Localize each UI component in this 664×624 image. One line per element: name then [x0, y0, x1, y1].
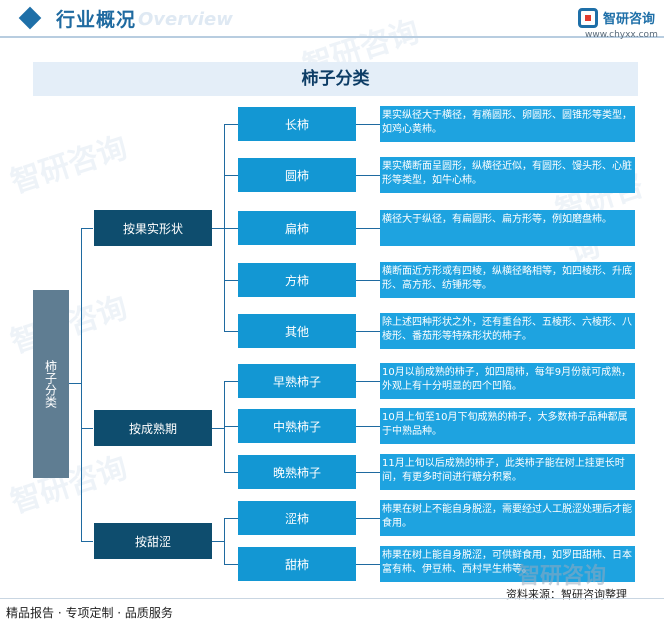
connector [356, 381, 380, 382]
source-note: 资料来源：智研咨询整理 [506, 588, 627, 601]
diagram-title: 柿子分类 [33, 62, 638, 96]
connector [224, 280, 238, 281]
connector [224, 331, 238, 332]
header-diamond-icon [18, 6, 42, 30]
item-node-other: 其他 [238, 314, 356, 348]
item-node-round: 圆柿 [238, 158, 356, 192]
connector [212, 428, 224, 429]
connector [224, 426, 238, 427]
item-node-sweet: 甜柿 [238, 547, 356, 581]
item-node-early: 早熟柿子 [238, 364, 356, 398]
item-node-square: 方柿 [238, 263, 356, 297]
connector [356, 331, 380, 332]
footer-divider [0, 598, 664, 599]
connector [224, 381, 238, 382]
brand-logo-icon [578, 8, 598, 28]
item-desc-late: 11月上旬以后成熟的柿子，此类柿子能在树上挂更长时间，有更多时间进行糖分积累。 [380, 454, 635, 490]
category-node-shape: 按果实形状 [94, 210, 212, 246]
connector [356, 564, 380, 565]
page-subtitle: Overview [138, 9, 233, 30]
connector [224, 124, 225, 331]
page-title: 行业概况 [56, 9, 137, 31]
connector [356, 280, 380, 281]
item-desc-early: 10月以前成熟的柿子，如四周柿，每年9月份就可成熟，外观上有十分明显的四个凹陷。 [380, 363, 635, 399]
item-node-astringent: 涩柿 [238, 501, 356, 535]
watermark: 智研咨询 [6, 130, 132, 201]
watermark: 智研咨询 [518, 564, 607, 589]
connector [212, 228, 224, 229]
connector [81, 541, 93, 542]
category-node-maturity: 按成熟期 [94, 410, 212, 446]
item-desc-sweet: 柿果在树上能自身脱涩，可供鲜食用，如罗田甜柿、日本富有柿、伊豆柿、西村早生柿等。 [380, 546, 635, 582]
connector [81, 228, 82, 541]
item-desc-astringent: 柿果在树上不能自身脱涩，需要经过人工脱涩处理后才能食用。 [380, 500, 635, 536]
connector [224, 228, 238, 229]
item-node-flat: 扁柿 [238, 211, 356, 245]
connector [356, 124, 380, 125]
connector [81, 428, 93, 429]
connector [224, 518, 225, 564]
item-desc-mid: 10月上旬至10月下旬成熟的柿子，大多数柿子品种都属于中熟品种。 [380, 408, 635, 444]
item-desc-square: 横断面近方形或有四棱，纵横径略相等，如四棱形、升底形、高方形、纺锤形等。 [380, 262, 635, 298]
connector [224, 518, 238, 519]
connector [224, 124, 238, 125]
brand-url: www.chyxx.com [585, 30, 658, 40]
brand-name: 智研咨询 [603, 12, 656, 27]
item-node-long: 长柿 [238, 107, 356, 141]
header-divider [0, 36, 664, 38]
connector [224, 564, 238, 565]
connector [356, 518, 380, 519]
connector [224, 175, 238, 176]
connector [224, 472, 238, 473]
connector [69, 383, 81, 384]
connector [356, 175, 380, 176]
item-desc-long: 果实纵径大于横径，有椭圆形、卵圆形、圆锥形等类型，如鸡心黄柿。 [380, 106, 635, 142]
item-node-late: 晚熟柿子 [238, 455, 356, 489]
item-desc-other: 除上述四种形状之外，还有重台形、五棱形、六棱形、八棱形、番茄形等特殊形状的柿子。 [380, 313, 635, 349]
connector [81, 228, 93, 229]
item-node-mid: 中熟柿子 [238, 409, 356, 443]
connector [356, 228, 380, 229]
root-node: 柿子分类 [33, 290, 69, 478]
footer-slogan: 精品报告 · 专项定制 · 品质服务 [6, 606, 173, 620]
connector [212, 541, 224, 542]
connector [356, 472, 380, 473]
item-desc-round: 果实横断面呈圆形，纵横径近似，有圆形、馒头形、心脏形等类型，如牛心柿。 [380, 157, 635, 193]
connector [356, 426, 380, 427]
category-node-taste: 按甜涩 [94, 523, 212, 559]
item-desc-flat: 横径大于纵径，有扁圆形、扁方形等，例如磨盘柿。 [380, 210, 635, 246]
